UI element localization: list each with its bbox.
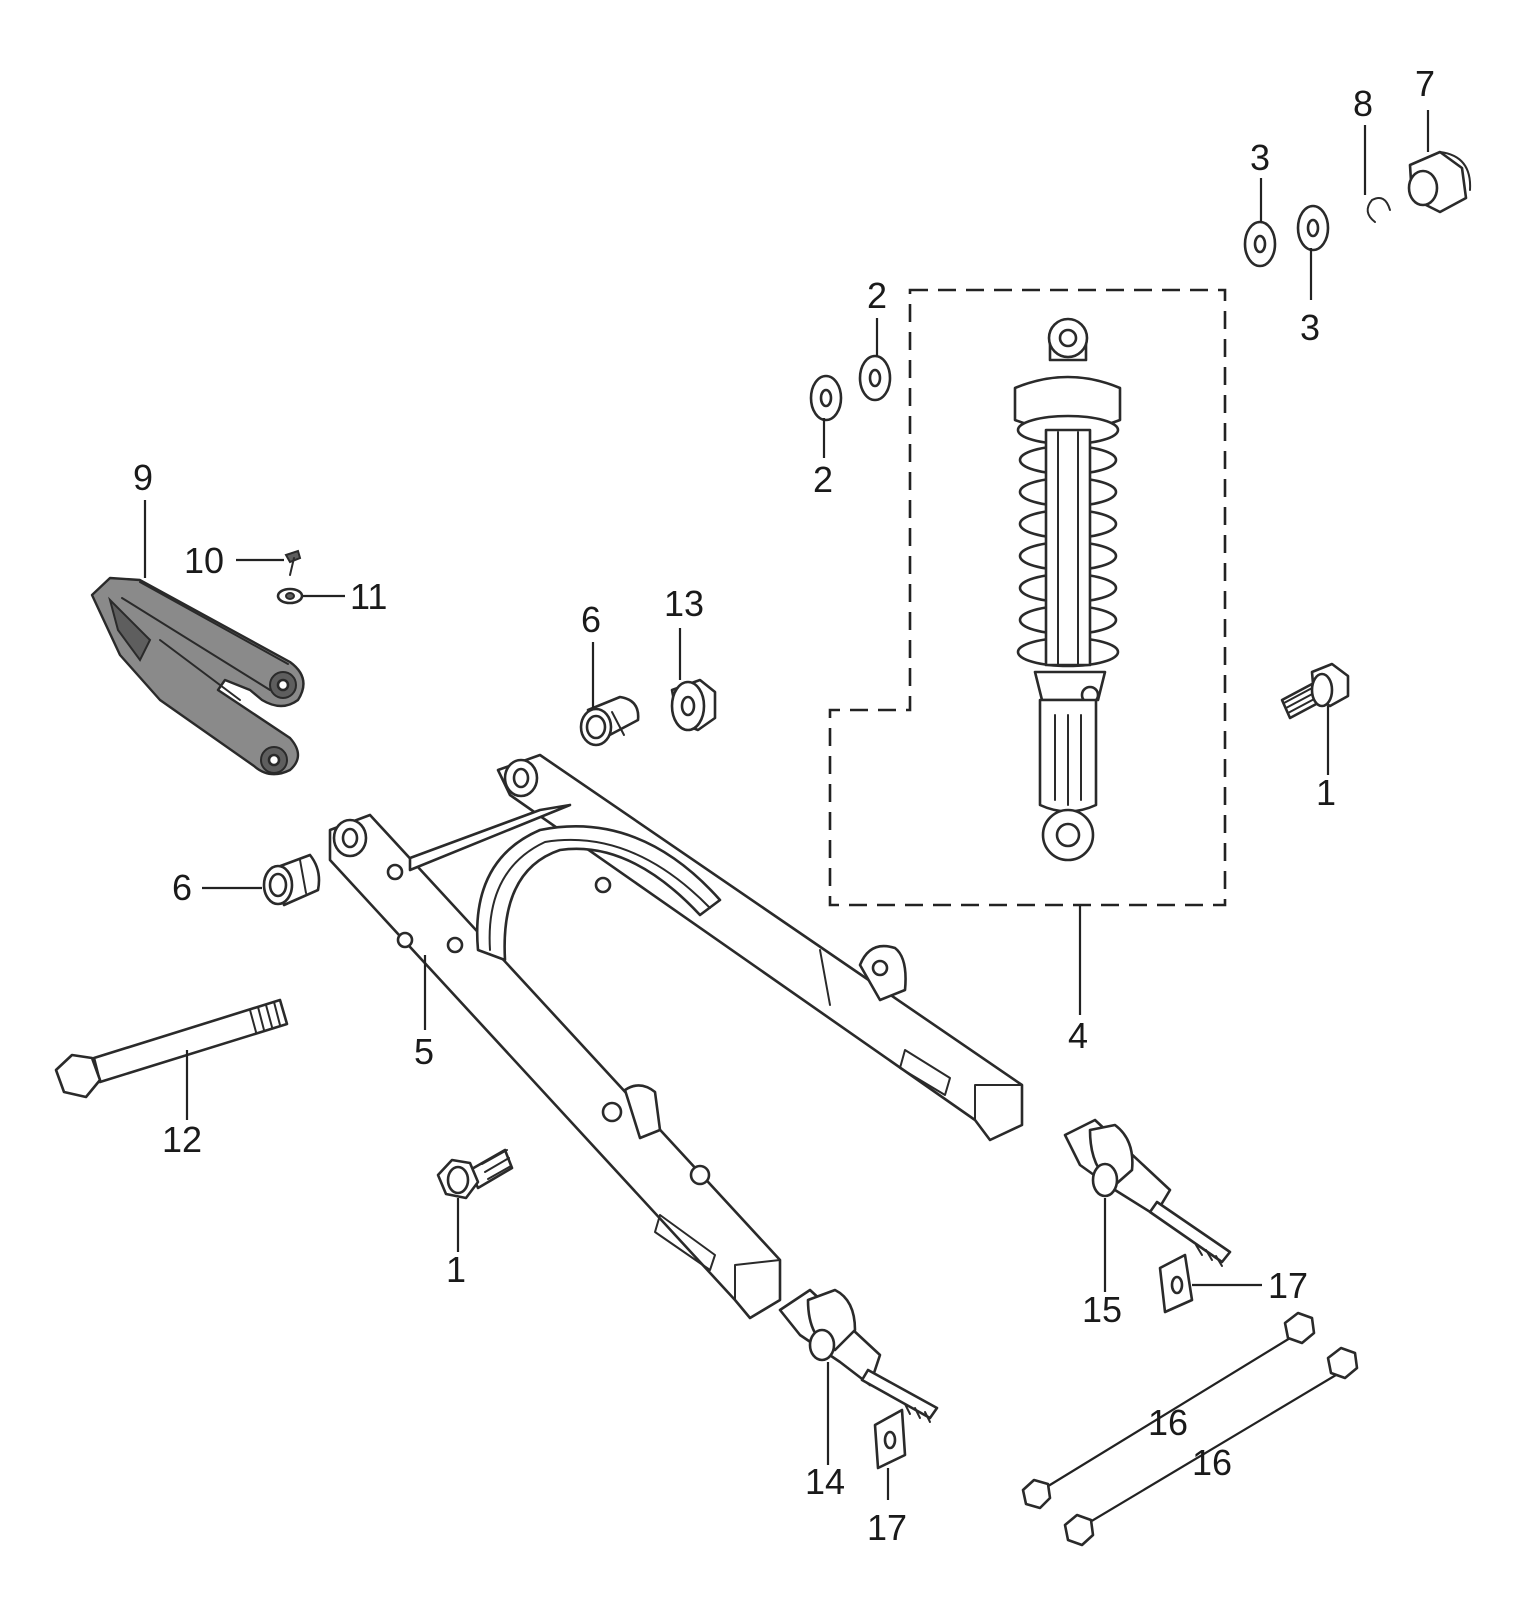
callout-12: 12	[162, 1119, 202, 1160]
bushing-6-lower	[202, 853, 321, 907]
swingarm	[328, 753, 1024, 1320]
callout-9: 9	[133, 457, 153, 498]
callout-1-left: 1	[446, 1249, 466, 1290]
callout-13: 13	[664, 583, 704, 624]
chain-guide	[90, 500, 305, 776]
chain-adjuster-15	[1063, 1118, 1232, 1292]
callout-16-upper: 16	[1148, 1402, 1188, 1443]
screw-10	[236, 549, 302, 576]
washer-11	[276, 587, 345, 605]
callout-14: 14	[805, 1461, 845, 1502]
callout-labels: 1 1 2 2 3 3 4 5 6 6 7 8 9 10 11 12 13 14…	[133, 63, 1435, 1548]
shock-assembly-outline	[828, 288, 1227, 907]
callout-8: 8	[1353, 83, 1373, 124]
flange-bolt-right	[1280, 662, 1350, 775]
washer-2-pair	[809, 318, 892, 458]
pivot-bolt-12	[54, 998, 289, 1120]
callout-2-bottom: 2	[813, 459, 833, 500]
bushing-6-upper	[579, 642, 640, 747]
callout-17-right: 17	[1268, 1265, 1308, 1306]
chain-adjuster-14	[778, 1288, 939, 1465]
washer-3-pair	[1243, 178, 1330, 300]
shock-absorber	[828, 288, 1227, 1015]
callout-3-top: 3	[1250, 137, 1270, 178]
callout-4: 4	[1068, 1015, 1088, 1056]
callout-6-upper: 6	[581, 599, 601, 640]
callout-7: 7	[1415, 63, 1435, 104]
callout-10: 10	[184, 540, 224, 581]
callout-15: 15	[1082, 1289, 1122, 1330]
callout-5: 5	[414, 1031, 434, 1072]
cap-nut-7	[1407, 110, 1472, 214]
callout-16-lower: 16	[1192, 1442, 1232, 1483]
callout-6-lower: 6	[172, 867, 192, 908]
callout-17-bottom: 17	[867, 1507, 907, 1548]
callout-11: 11	[350, 576, 387, 617]
adjuster-plate-17-bottom	[873, 1408, 907, 1500]
adjuster-plate-17-right	[1158, 1253, 1262, 1314]
flange-bolt-left	[436, 1148, 514, 1252]
snap-ring-8	[1363, 125, 1391, 223]
callout-2-top: 2	[867, 275, 887, 316]
callout-1-right: 1	[1316, 772, 1336, 813]
adjuster-bolt-16-lower	[1063, 1346, 1359, 1547]
callout-3-bottom: 3	[1300, 307, 1320, 348]
flange-nut-13	[670, 628, 717, 732]
adjuster-bolt-16-upper	[1021, 1311, 1316, 1510]
